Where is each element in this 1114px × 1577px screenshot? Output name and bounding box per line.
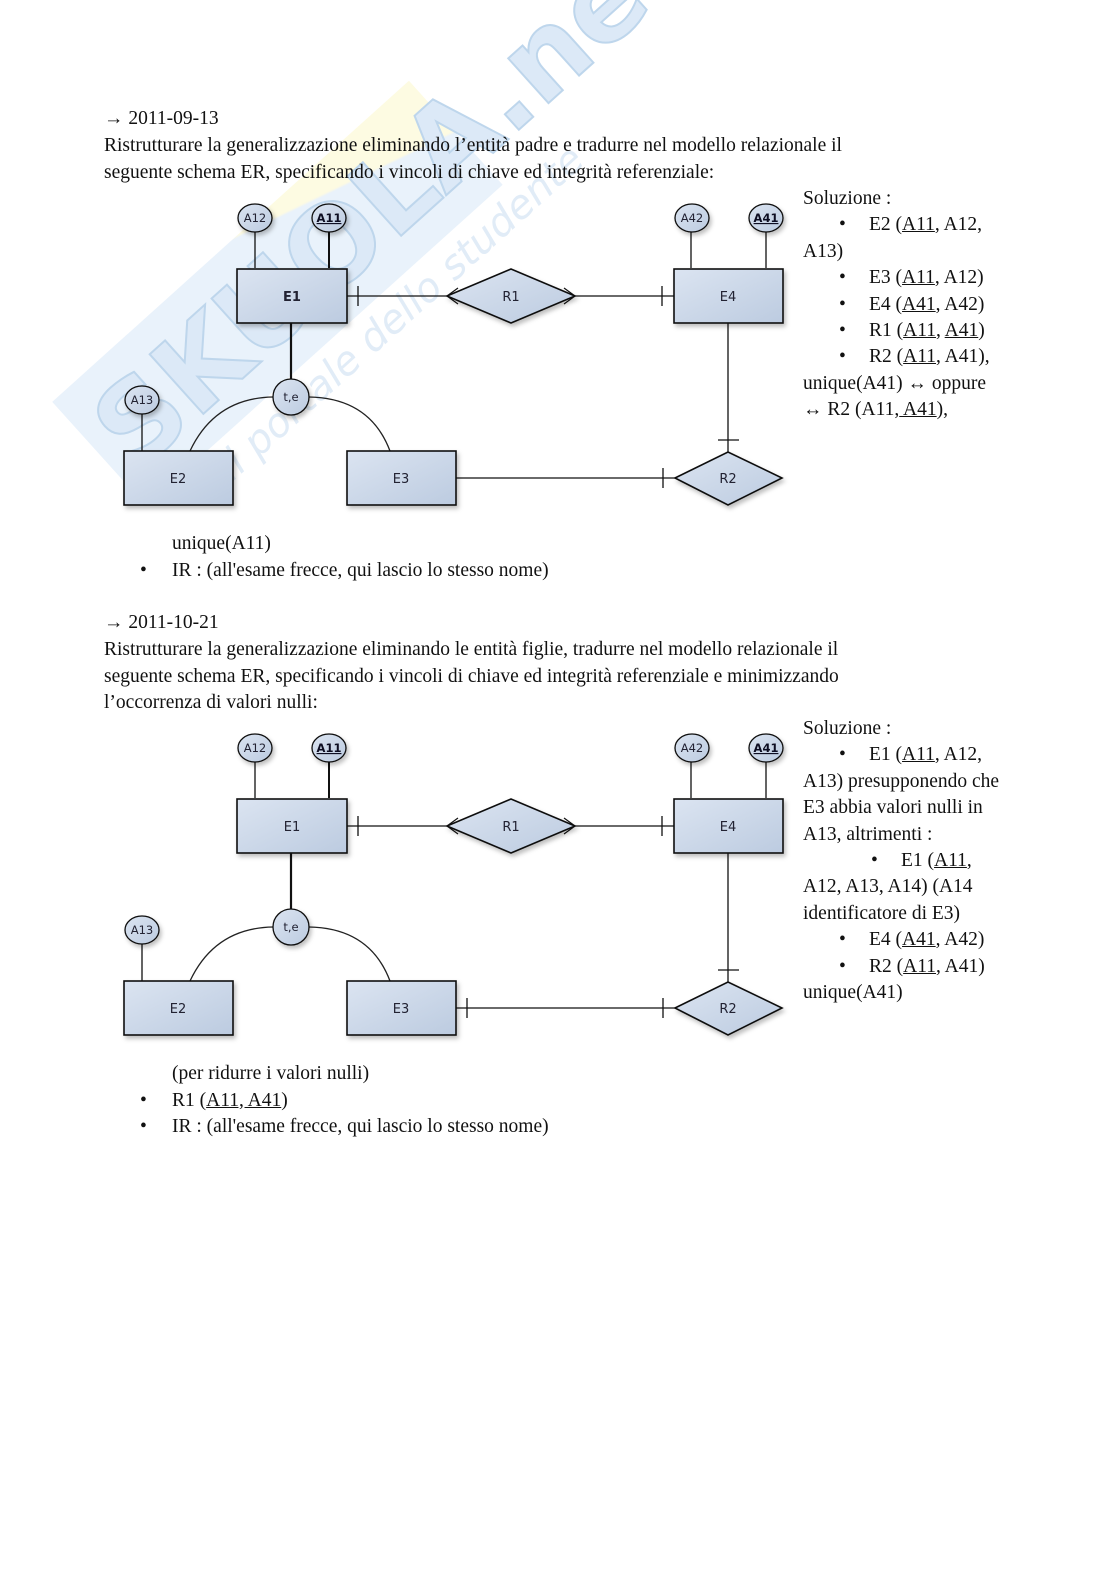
ir-item: •IR : (all'esame frecce, qui lascio lo s… <box>140 1116 549 1137</box>
solution-continuation: unique(A11) <box>172 533 271 554</box>
exercise-2-solution: Soluzione : •E1 (A11, A12, A13) presuppo… <box>803 716 1008 1006</box>
relationship-r1: R1 <box>444 798 578 854</box>
solution-heading: Soluzione : <box>803 188 892 209</box>
generalization-node: t,e <box>272 378 310 416</box>
relationship-label: R1 <box>502 820 519 835</box>
ir-item: •IR : (all'esame frecce, qui lascio lo s… <box>140 559 549 581</box>
attribute-a13: A13 <box>124 385 160 415</box>
entity-e1: E1 <box>236 798 348 854</box>
attribute-a11-key: A11 <box>311 733 347 763</box>
prompt-line: l’occorrenza di valori nulli: <box>104 692 318 713</box>
entity-e2: E2 <box>123 980 234 1036</box>
entity-label: E1 <box>284 820 301 835</box>
relationship-r2: R2 <box>673 981 784 1036</box>
attribute-a42: A42 <box>674 733 710 763</box>
entity-e3: E3 <box>346 450 457 506</box>
generalization-arc <box>189 396 274 452</box>
solution-item: •R1 (A11, A41) <box>839 320 985 342</box>
relationship-label: R1 <box>502 290 519 305</box>
entity-e4: E4 <box>673 268 784 324</box>
attribute-label: A11 <box>317 741 342 755</box>
entity-e2: E2 <box>123 450 234 506</box>
entity-e3: E3 <box>346 980 457 1036</box>
solution-item: •R2 (A11, A41) unique(A41) <box>803 955 985 1004</box>
prompt-line: seguente schema ER, specificando i vinco… <box>104 665 839 687</box>
generalization-node: t,e <box>272 908 310 946</box>
prompt-line: Ristrutturare la generalizzazione elimin… <box>104 639 839 660</box>
prompt-line: seguente schema ER, specificando i vinco… <box>104 161 715 183</box>
relationship-label: R2 <box>719 472 736 487</box>
solution-continuation: (per ridurre i valori nulli) <box>172 1063 370 1084</box>
er-diagram-1: E1 E2 E3 E4 R1 R2 A12 A11 A42 A41 A13 <box>123 203 784 506</box>
exercise-1-solution: Soluzione : •E2 (A11, A12, A13) •E3 (A11… <box>803 186 1008 424</box>
attribute-label: A13 <box>131 393 154 407</box>
solution-item: •E2 (A11, A12, A13) <box>803 214 983 262</box>
exercise-1-notes: unique(A11) •IR : (all'esame frecce, qui… <box>140 531 549 584</box>
attribute-a12: A12 <box>237 733 273 763</box>
entity-label: E4 <box>720 820 737 835</box>
exercise-2-notes: (per ridurre i valori nulli) •R1 (A11, A… <box>140 1061 549 1141</box>
attribute-label: A42 <box>681 741 704 755</box>
relationship-r2: R2 <box>673 451 784 506</box>
generalization-label: t,e <box>283 920 298 934</box>
attribute-a42: A42 <box>674 203 710 233</box>
entity-label: E2 <box>170 1002 187 1017</box>
generalization-arc <box>189 926 274 982</box>
attribute-label: A41 <box>754 741 779 755</box>
entity-label: E2 <box>170 472 187 487</box>
entity-label: E3 <box>393 1002 410 1017</box>
generalization-arc <box>308 396 391 452</box>
relationship-label: R2 <box>719 1002 736 1017</box>
attribute-label: A13 <box>131 923 154 937</box>
solution-item: •E4 (A41, A42) <box>839 293 985 315</box>
prompt-line: Ristrutturare la generalizzazione elimin… <box>104 135 842 156</box>
solution-subitem: •E1 (A11, A12, A13, A14) (A14 identifica… <box>803 850 973 924</box>
attribute-label: A11 <box>317 211 342 225</box>
attribute-label: A12 <box>244 741 267 755</box>
entity-label: E4 <box>720 290 737 305</box>
solution-item: •E3 (A11, A12) <box>839 267 984 289</box>
solution-item: •E4 (A41, A42) <box>839 929 985 951</box>
attribute-a41-key: A41 <box>748 203 784 233</box>
exercise-2-date: → 2011-10-21 <box>104 612 219 633</box>
solution-item: •R2 (A11, A41), unique(A41) ↔ oppure ↔ R… <box>803 346 990 421</box>
solution-item: •E1 (A11, A12, A13) presupponendo che E3… <box>803 744 1000 845</box>
attribute-a41-key: A41 <box>748 733 784 763</box>
attribute-a12: A12 <box>237 203 273 233</box>
attribute-a13: A13 <box>124 915 160 945</box>
attribute-a11-key: A11 <box>311 203 347 233</box>
entity-label: E3 <box>393 472 410 487</box>
generalization-label: t,e <box>283 390 298 404</box>
entity-e4: E4 <box>673 798 784 854</box>
er-diagram-2: E1 E2 E3 E4 R1 R2 A12 A11 A42 A41 A13 <box>123 733 784 1036</box>
r1-item: •R1 (A11, A41) <box>140 1089 288 1111</box>
entity-e1: E1 <box>236 268 348 324</box>
generalization-arc <box>308 926 391 982</box>
relationship-r1: R1 <box>444 268 578 324</box>
entity-label: E1 <box>283 290 301 305</box>
attribute-label: A42 <box>681 211 704 225</box>
exercise-2-prompt: Ristrutturare la generalizzazione elimin… <box>104 637 984 717</box>
exercise-1-date: → 2011-09-13 <box>104 108 219 129</box>
exercise-1-prompt: Ristrutturare la generalizzazione elimin… <box>104 133 984 186</box>
solution-heading: Soluzione : <box>803 718 892 739</box>
attribute-label: A41 <box>754 211 779 225</box>
attribute-label: A12 <box>244 211 267 225</box>
